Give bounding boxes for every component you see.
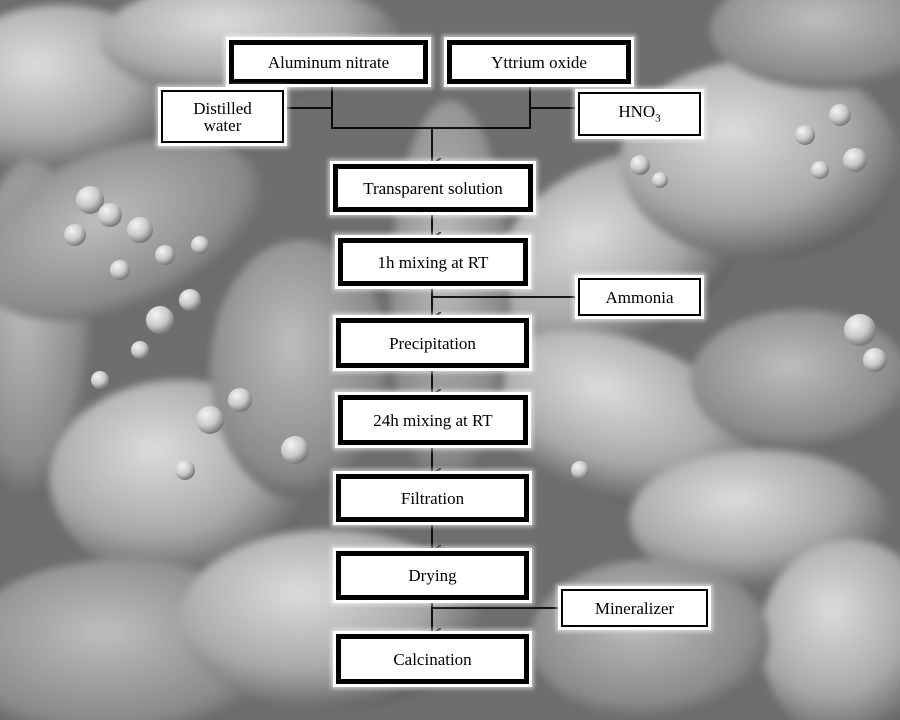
mineralizer-box: Mineralizer [561,589,708,627]
precipitation-label: Precipitation [389,333,476,353]
yttrium-oxide-label: Yttrium oxide [491,52,587,72]
ammonia-label: Ammonia [605,287,674,307]
drying-label: Drying [408,566,457,585]
transparent-solution-label: Transparent solution [363,178,503,198]
hno3-formula: HNO [618,102,656,122]
calcination-box: Calcination [336,634,529,684]
mixing-1h-box: 1h mixing at RT [338,238,528,286]
distilled-water-box: Distilled water [161,90,284,143]
filtration-label: Filtration [400,488,465,508]
aluminum-nitrate-label: Aluminum nitrate [267,52,390,72]
aluminum-nitrate-box: Aluminum nitrate [229,40,428,84]
yttrium-oxide-box: Yttrium oxide [447,40,631,84]
hno3-box: HNO3 [578,92,701,136]
mixing-24h-box: 24h mixing at RT [338,395,528,445]
mixing-1h-label: 1h mixing at RT [377,252,489,272]
connector-yttrium-oxide [432,84,531,129]
connector-aluminum-nitrate [331,84,432,129]
mixing-24h-label: 24h mixing at RT [373,410,493,430]
calcination-label: Calcination [393,649,472,669]
filtration-box: Filtration [336,474,529,522]
precipitation-box: Precipitation [336,318,529,368]
drying-box: Drying [336,551,529,600]
distilled-water-label: Distilled water [193,98,252,135]
hno3-label: HNO3 [618,103,660,124]
ammonia-box: Ammonia [578,278,701,316]
hno3-subscript: 3 [655,112,661,125]
mineralizer-label: Mineralizer [594,598,675,618]
transparent-solution-box: Transparent solution [333,164,533,212]
